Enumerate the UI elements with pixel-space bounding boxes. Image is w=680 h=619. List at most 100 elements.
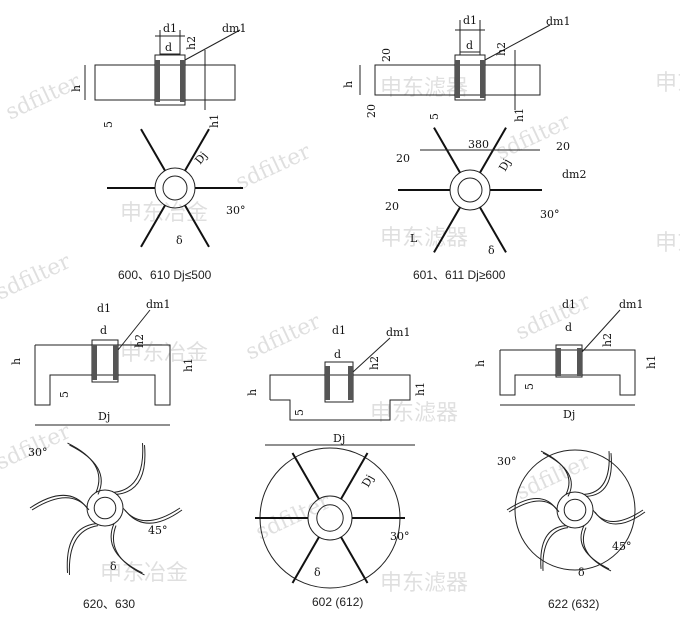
impeller-blade — [592, 509, 644, 523]
label-angle: 30° — [540, 208, 560, 221]
label-h1: h1 — [645, 355, 658, 369]
label-dm1: dm1 — [222, 22, 246, 35]
impeller-blade — [340, 536, 369, 584]
panel-622-side-view: d1 d dm1 h2 h h1 5 Dj — [474, 298, 658, 421]
label-20b: 20 — [556, 140, 570, 153]
label-20c: 20 — [385, 200, 399, 213]
label-h2: h2 — [185, 36, 198, 50]
panel-620-side-view: d1 d dm1 h2 h h1 5 Dj — [10, 298, 195, 426]
label-h2: h2 — [495, 42, 508, 56]
label-dm2: dm2 — [562, 168, 586, 181]
caption-601: 601、611 Dj≥600 — [413, 268, 506, 282]
label-20a: 20 — [380, 48, 393, 62]
impeller-blade — [66, 523, 97, 573]
watermark: 申东滤器 — [380, 76, 468, 101]
watermark: 申东滤器 — [380, 226, 468, 251]
label-delta: δ — [110, 560, 117, 573]
impeller-blade — [433, 206, 461, 253]
label-delta: δ — [488, 244, 495, 257]
label-h1: h1 — [414, 382, 427, 396]
impeller-blade-edge — [31, 497, 90, 511]
hub-bore — [457, 177, 483, 203]
label-Dj: Dj — [98, 410, 110, 423]
label-angle-30: 30° — [497, 455, 517, 468]
label-h: h — [246, 389, 259, 396]
label-5: 5 — [102, 121, 115, 128]
caption-622: 622 (632) — [548, 597, 599, 611]
impeller-blade — [184, 128, 210, 172]
label-d1: d1 — [163, 22, 177, 35]
hub — [86, 489, 124, 527]
impeller-blade-edge — [542, 527, 569, 571]
impeller-blade — [113, 443, 144, 493]
label-5: 5 — [58, 391, 71, 398]
label-h: h — [474, 360, 487, 367]
watermark: sdfilter — [512, 289, 595, 345]
label-5: 5 — [428, 113, 441, 120]
label-d: d — [165, 41, 172, 54]
label-h2: h2 — [601, 333, 614, 347]
label-h1: h1 — [182, 358, 195, 372]
label-Dj: Dj — [496, 156, 513, 173]
label-d1: d1 — [562, 298, 576, 311]
label-h: h — [342, 81, 355, 88]
impeller-blade — [184, 204, 210, 248]
impeller-blade — [340, 452, 369, 500]
label-dm1: dm1 — [546, 15, 570, 28]
label-20b: 20 — [365, 104, 378, 118]
panel-601-side-view: d1 d dm1 h2 20 h 20 5 h1 — [342, 14, 570, 122]
outer-ring — [514, 449, 636, 571]
label-angle-45: 45° — [612, 540, 632, 553]
label-5: 5 — [523, 383, 536, 390]
label-angle-45: 45° — [148, 524, 168, 537]
panel-602-top-view: Dj 30° δ — [255, 447, 410, 589]
impeller-blade-edge — [69, 444, 102, 495]
hub-bore — [162, 175, 188, 201]
impeller-blade-edge — [112, 525, 145, 576]
impeller-blade — [291, 452, 320, 500]
label-h: h — [70, 85, 83, 92]
watermark: 申东滤器 — [370, 401, 458, 426]
label-angle: 30° — [390, 530, 410, 543]
watermark: sdfilter — [2, 69, 85, 125]
label-delta: δ — [314, 566, 321, 579]
impeller-blade — [29, 494, 88, 509]
label-20a: 20 — [396, 152, 410, 165]
hub-bore — [563, 498, 587, 522]
impeller-blade — [122, 507, 181, 522]
watermark: 申东滤器 — [655, 71, 680, 96]
impeller-blade — [67, 442, 100, 493]
panel-620-top-view: 30° 45° δ — [28, 442, 183, 576]
label-dm1: dm1 — [146, 298, 170, 311]
watermark: 申东滤器 — [655, 231, 680, 256]
watermark: 申东冶金 — [100, 561, 188, 586]
hub-bore — [93, 496, 117, 520]
label-L: L — [410, 232, 418, 245]
watermark: sdfilter — [492, 109, 575, 165]
label-h1: h1 — [513, 108, 526, 122]
impeller-blade — [540, 450, 570, 495]
label-h1: h1 — [208, 114, 221, 128]
hub — [449, 169, 491, 211]
watermark: sdfilter — [232, 139, 315, 195]
label-angle-30: 30° — [28, 446, 48, 459]
impeller-blade-edge — [508, 500, 560, 513]
impeller-blade-edge — [115, 445, 146, 495]
label-d: d — [100, 324, 107, 337]
caption-602: 602 (612) — [312, 595, 363, 609]
impeller-blade-edge — [585, 453, 612, 497]
impeller-blade — [291, 536, 320, 584]
label-d1: d1 — [332, 324, 346, 337]
hub-bore — [316, 504, 344, 532]
impeller-blade — [479, 206, 507, 253]
impeller-blade — [583, 451, 610, 495]
label-380: 380 — [468, 138, 489, 151]
panel-622-top-view: 30° 45° δ — [497, 449, 646, 579]
impeller-blade-edge — [68, 525, 99, 575]
watermark: sdfilter — [0, 249, 75, 305]
impeller-blade — [580, 525, 610, 570]
label-d: d — [466, 39, 473, 52]
caption-600: 600、610 Dj≤500 — [118, 268, 212, 282]
impeller-blade — [506, 497, 558, 511]
